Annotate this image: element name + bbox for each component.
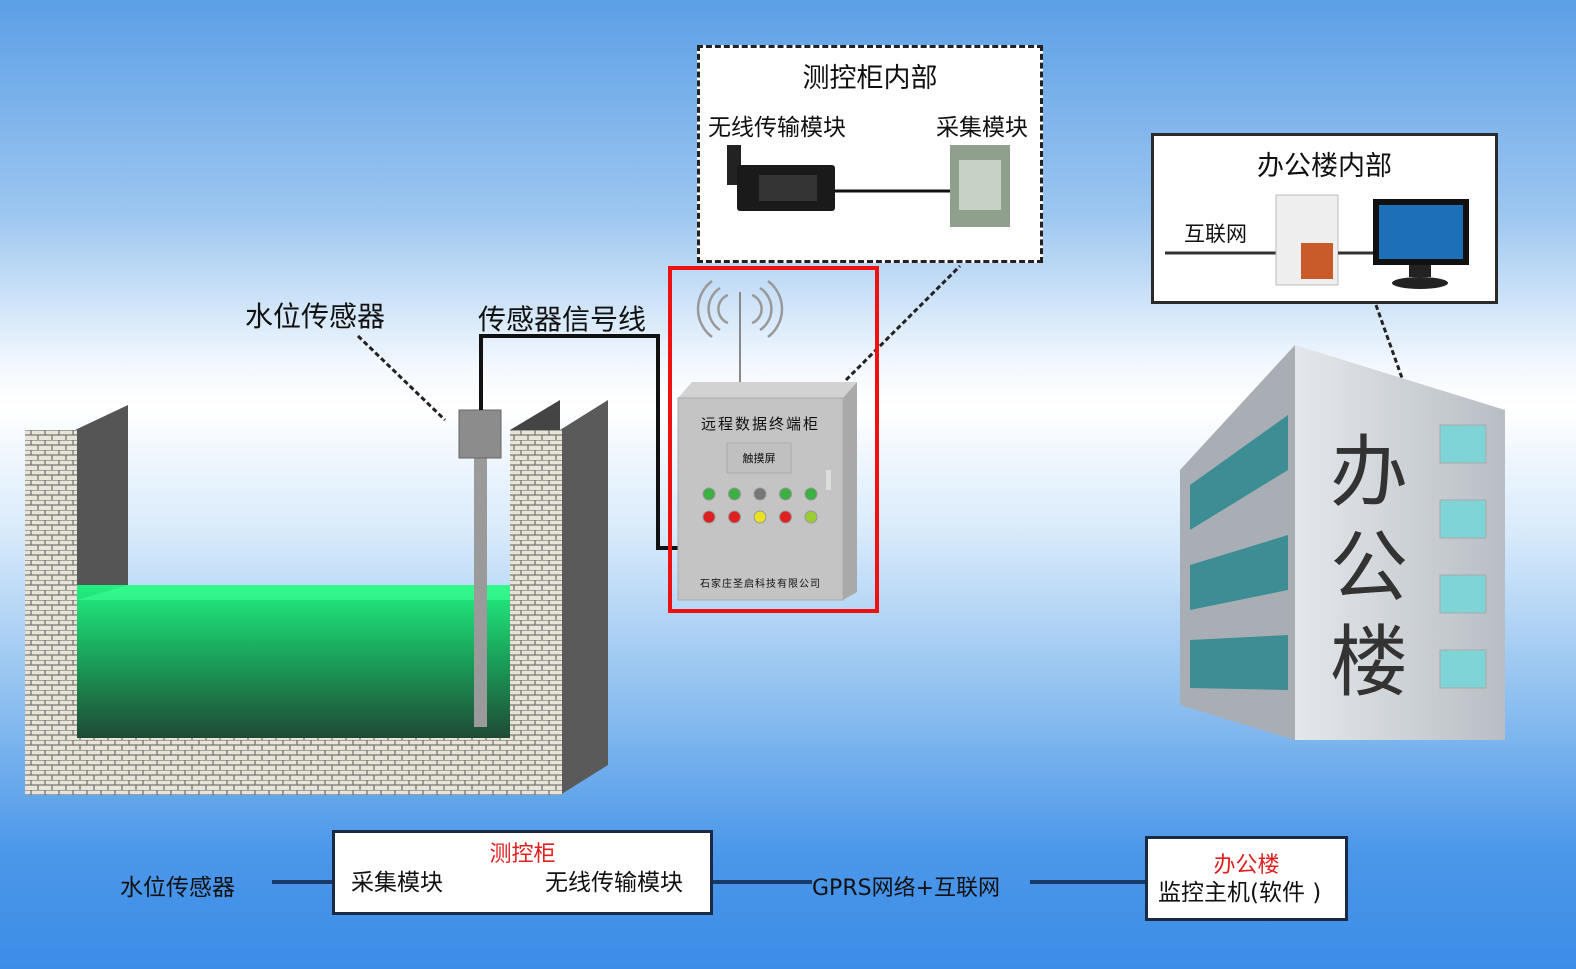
cabinet-highlight-box [668,266,879,613]
acquisition-module-label: 采集模块 [936,115,1028,141]
sensor-pointer [356,334,447,422]
flow-host: 监控主机(软件 ) [1158,880,1322,906]
indicator-light [779,510,792,524]
indicator-light [753,510,767,524]
indicator-light [728,510,741,524]
monitor-image [1373,199,1469,289]
water [77,585,510,738]
touch-screen-label[interactable]: 触摸屏 [742,452,776,465]
wireless-module-image [727,145,835,211]
signal-line-label: 传感器信号线 [478,303,647,336]
office-interior-title: 办公楼内部 [1257,151,1392,182]
flow-cabinet-box: 测控柜 采集模块 无线传输模块 [332,830,713,915]
indicator-light [702,510,716,524]
flow-wireless: 无线传输模块 [545,870,683,896]
cabinet-interior-title: 测控柜内部 [802,63,938,94]
cabinet-company: 石家庄圣启科技有限公司 [700,579,821,590]
flow-network: GPRS网络+互联网 [812,876,1000,901]
indicator-light [804,510,818,524]
flow-sensor: 水位传感器 [120,875,235,901]
cabinet-interior-pointer [844,264,962,382]
office-interior-pointer [1374,304,1404,379]
wireless-signal-icon [696,280,784,338]
indicator-light [702,487,716,501]
office-interior-panel: 办公楼内部 互联网 [1151,133,1498,304]
water-level-sensor [458,409,502,727]
wireless-module-label: 无线传输模块 [708,115,846,141]
water-sensor-label: 水位传感器 [245,300,386,333]
flow-office-box: 办公楼 监控主机(软件 ) [1145,836,1348,921]
indicator-light [753,487,767,501]
indicator-lights [702,487,818,524]
flow-cabinet-title: 测控柜 [489,842,556,867]
water-tank [25,400,608,795]
server-image [1275,194,1339,286]
indicator-light [728,487,741,501]
acquisition-module-image [950,145,1010,227]
indicator-light [779,487,792,501]
sensor-signal-line [479,334,678,550]
internet-label: 互联网 [1184,222,1247,246]
flow-office-title: 办公楼 [1213,853,1280,878]
flow-acquisition: 采集模块 [351,870,443,896]
office-building [1180,345,1505,740]
cabinet-interior-panel: 测控柜内部 无线传输模块 采集模块 [697,45,1043,263]
cabinet-title: 远程数据终端柜 [700,415,820,433]
indicator-light [804,487,818,501]
